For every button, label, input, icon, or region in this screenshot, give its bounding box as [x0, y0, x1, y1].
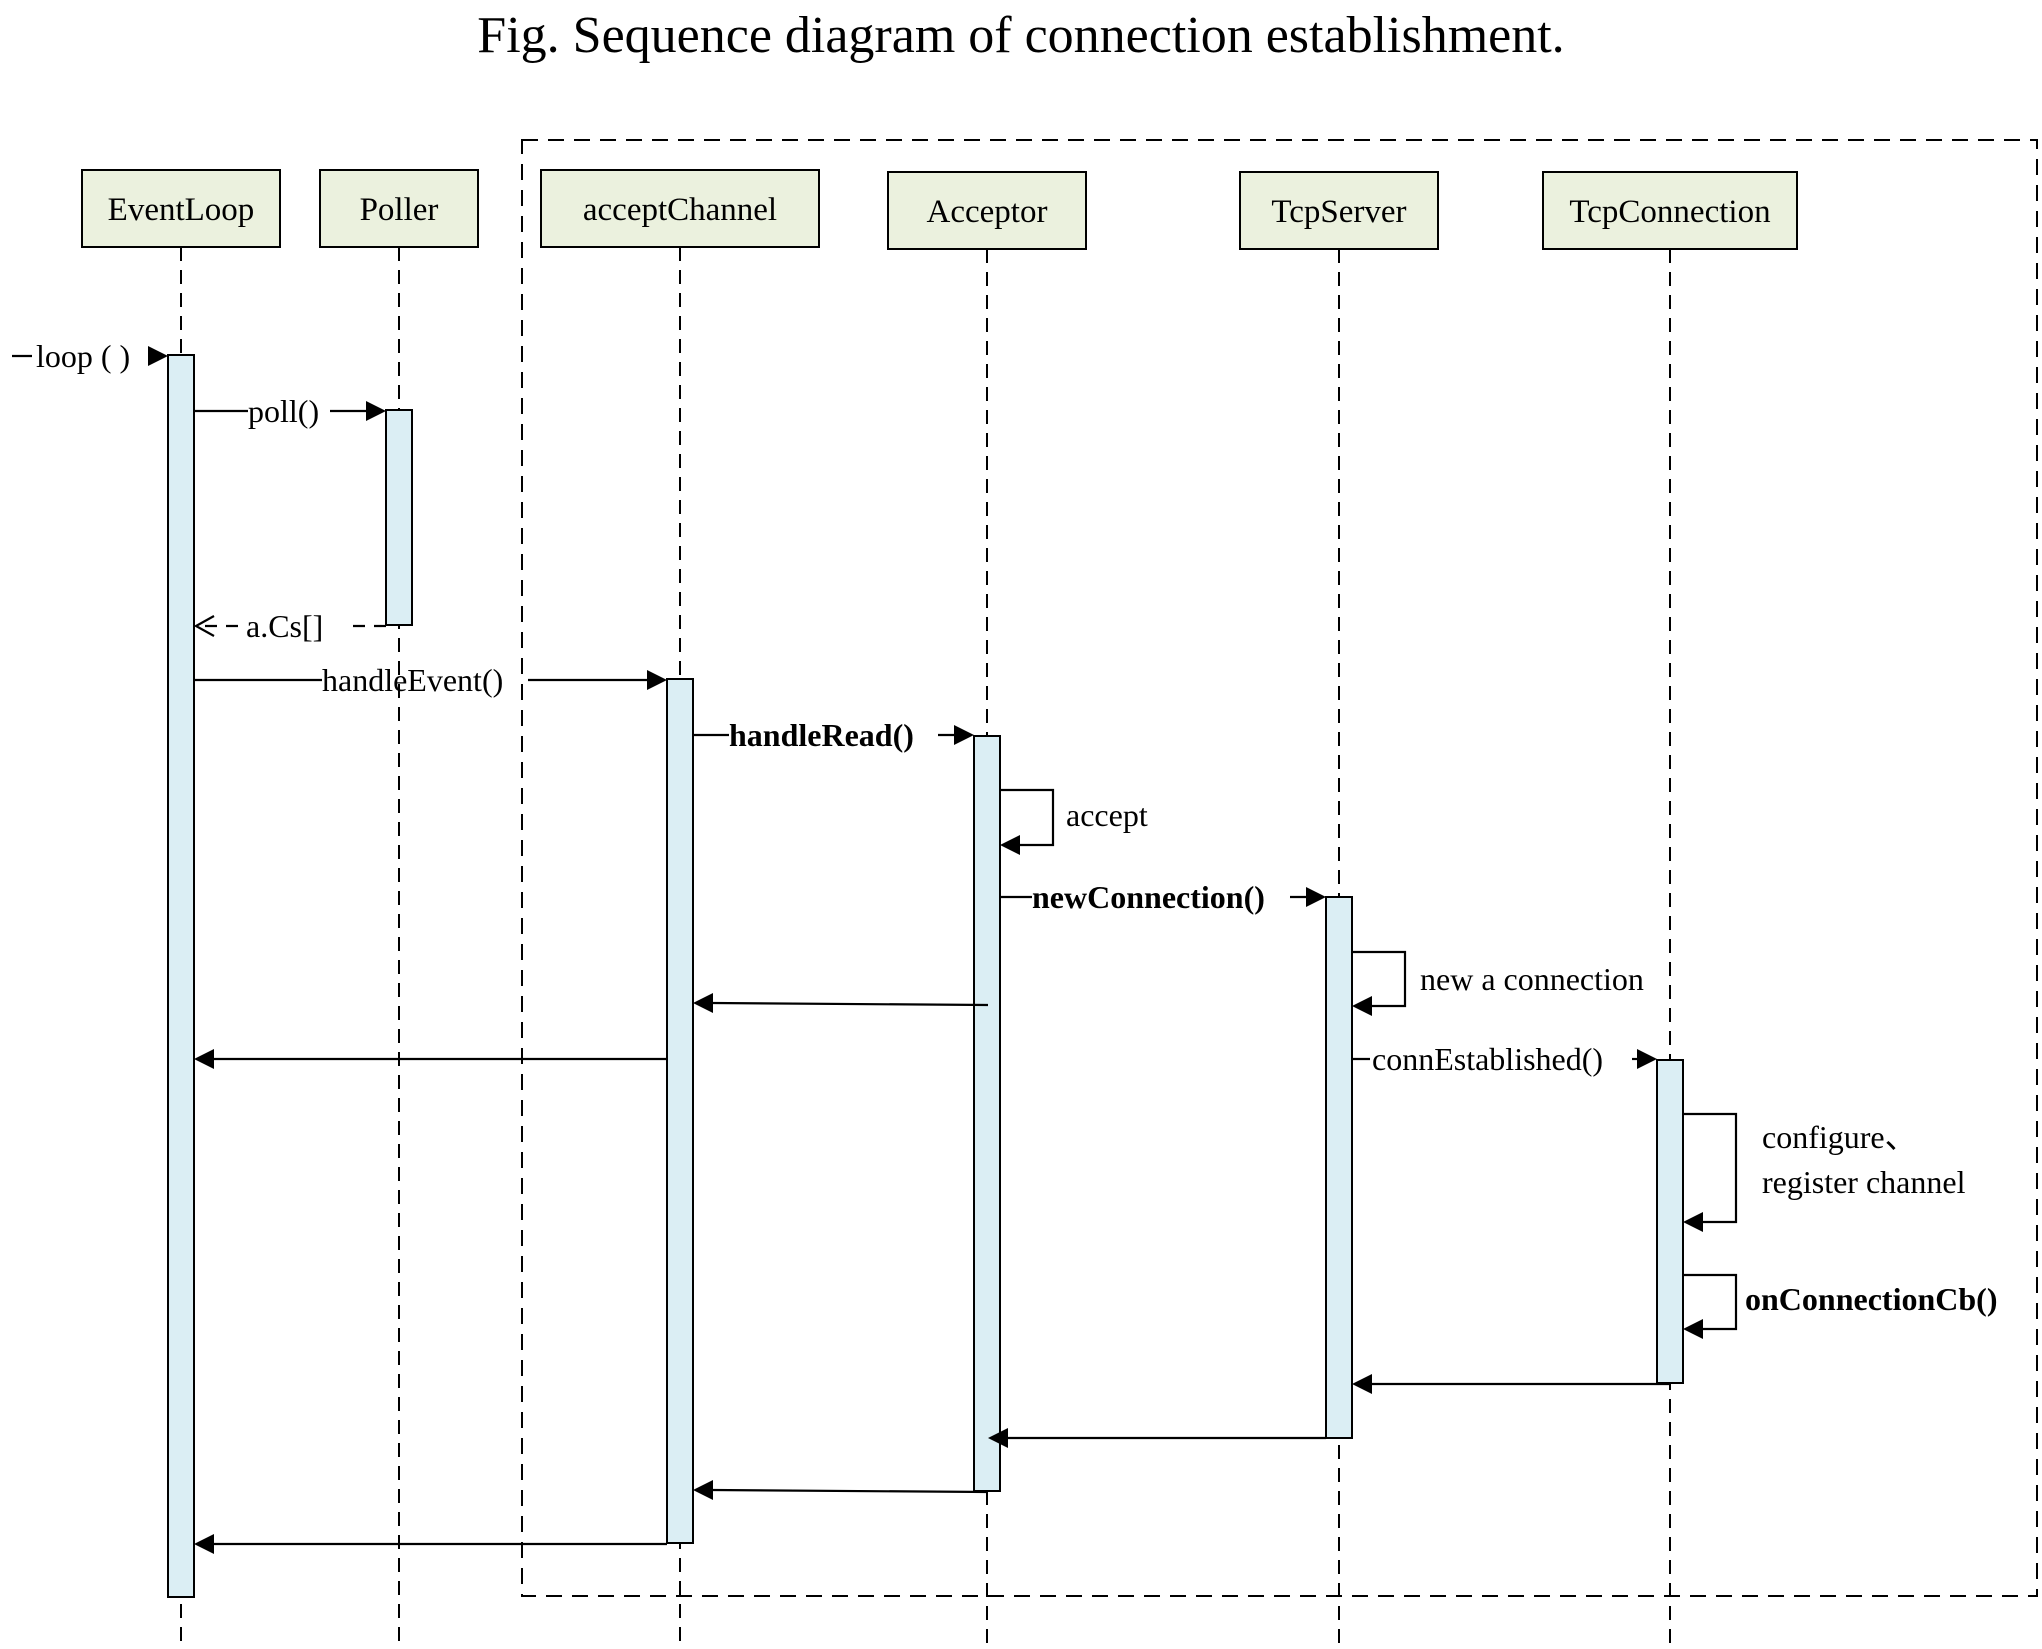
message-label: loop ( ): [36, 338, 130, 374]
participant-acceptor: Acceptor: [887, 171, 1087, 250]
arrowhead-icon: [1637, 1049, 1657, 1069]
arrowhead-icon: [693, 993, 713, 1013]
message-label: handleEvent(): [322, 662, 503, 698]
message-label: configure、: [1762, 1119, 1917, 1155]
arrowhead-icon: [954, 725, 974, 745]
message-return-acceptor-to-acceptchannel-final: [693, 1480, 989, 1500]
participant-label: EventLoop: [108, 192, 255, 228]
arrowhead-icon: [1306, 887, 1326, 907]
participant-label: acceptChannel: [583, 192, 777, 228]
message-label: a.Cs[]: [246, 608, 323, 644]
participant-label: TcpServer: [1271, 194, 1406, 230]
message-configure-register-channel: configure、 register channel: [1683, 1112, 1966, 1232]
arrowhead-icon: [1000, 835, 1020, 855]
message-new-a-connection: new a connection: [1352, 950, 1644, 1016]
participant-poller: Poller: [319, 169, 479, 248]
message-loop: loop ( ): [12, 338, 168, 374]
message-label: poll(): [248, 393, 319, 429]
arrowhead-icon: [148, 346, 168, 366]
activation-eventloop: [167, 354, 195, 1598]
message-handle-read: handleRead(): [693, 717, 974, 753]
arrowhead-icon: [1683, 1212, 1703, 1232]
participant-label: Poller: [360, 192, 439, 228]
activation-tcpconnection: [1656, 1059, 1684, 1384]
message-label: register channel: [1762, 1164, 1966, 1200]
message-return-acceptor-to-acceptchannel: [693, 993, 989, 1013]
message-new-connection: newConnection(): [1000, 879, 1326, 915]
activation-poller: [385, 409, 413, 626]
message-return-tcpserver-to-acceptor: [988, 1428, 1326, 1448]
server-frame: [521, 139, 2038, 1597]
arrowhead-icon: [1352, 996, 1372, 1016]
message-accept: accept: [1000, 788, 1148, 855]
message-label: connEstablished(): [1372, 1041, 1603, 1077]
message-return-tcpconnection-to-tcpserver: [1352, 1374, 1670, 1394]
arrowhead-icon: [647, 670, 667, 690]
message-label: onConnectionCb(): [1745, 1281, 1997, 1317]
participant-tcpconnection: TcpConnection: [1542, 171, 1798, 250]
arrowhead-icon: [366, 401, 386, 421]
activation-acceptor: [973, 735, 1001, 1492]
message-conn-established: connEstablished(): [1352, 1041, 1657, 1077]
message-label: accept: [1066, 797, 1148, 833]
activation-acceptchannel: [666, 678, 694, 1544]
participant-label: Acceptor: [927, 194, 1048, 230]
arrowhead-icon: [988, 1428, 1008, 1448]
message-return-active-channels: a.Cs[]: [193, 608, 386, 644]
message-return-acceptchannel-to-eventloop: [194, 1049, 667, 1069]
message-handle-event: handleEvent(): [194, 662, 667, 698]
message-label: new a connection: [1420, 961, 1644, 997]
participant-tcpserver: TcpServer: [1239, 171, 1439, 250]
arrowhead-icon: [194, 1534, 214, 1554]
activation-tcpserver: [1325, 896, 1353, 1439]
arrowhead-icon: [693, 1480, 713, 1500]
message-poll: poll(): [194, 393, 386, 429]
figure-title: Fig. Sequence diagram of connection esta…: [477, 7, 1564, 64]
participant-acceptchannel: acceptChannel: [540, 169, 820, 248]
arrowhead-icon: [194, 1049, 214, 1069]
message-return-acceptchannel-to-eventloop-final: [194, 1534, 667, 1554]
participant-eventloop: EventLoop: [81, 169, 281, 248]
open-arrowhead-icon: [193, 615, 215, 637]
arrowhead-icon: [1352, 1374, 1372, 1394]
arrowhead-icon: [1683, 1319, 1703, 1339]
participant-label: TcpConnection: [1569, 194, 1770, 230]
message-label: handleRead(): [729, 717, 914, 753]
message-on-connection-cb: onConnectionCb(): [1683, 1273, 1997, 1339]
message-label: newConnection(): [1032, 879, 1265, 915]
